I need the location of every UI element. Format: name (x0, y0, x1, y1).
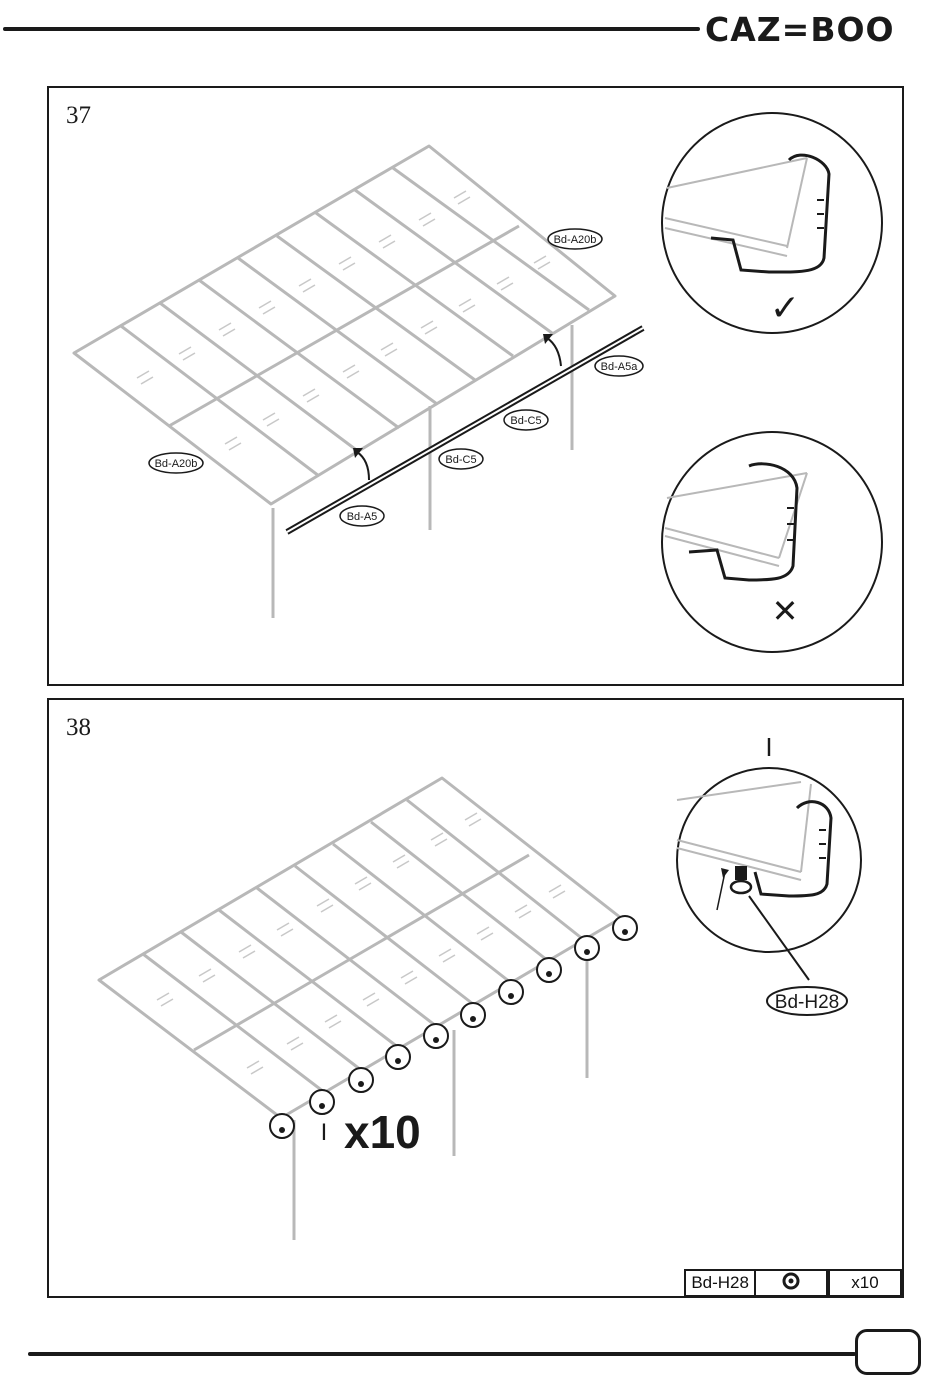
parts-table-qty: x10 (829, 1270, 901, 1296)
quantity-label: x10 (344, 1106, 421, 1158)
brand-logo: CAZ=BOO (705, 10, 895, 50)
page-number-box (855, 1329, 921, 1375)
label-bd-a5: Bd-A5 (347, 511, 378, 523)
main-marker: I (321, 1119, 328, 1146)
part-callout-bd-h28: Bd-H28 (775, 992, 839, 1013)
label-bd-c5-right: Bd-C5 (510, 415, 541, 427)
step-37-panel: 37 (47, 86, 904, 686)
detail-marker: I (765, 732, 772, 762)
step-38-panel: 38 (47, 698, 904, 1298)
wrong-mark: ✕ (772, 593, 799, 629)
correct-mark: ✓ (770, 287, 800, 328)
detail-screw (677, 768, 861, 980)
label-bd-a20b-left: Bd-A20b (155, 458, 198, 470)
washer-icon (755, 1270, 827, 1296)
label-bd-c5-left: Bd-C5 (445, 454, 476, 466)
step-38-illustration: I x10 I Bd-H28 (49, 700, 902, 1296)
step-37-illustration: Bd-A20b Bd-A20b Bd-A5a Bd-C5 Bd-C5 Bd-A5… (49, 88, 902, 684)
label-bd-a5a: Bd-A5a (601, 361, 639, 373)
parts-table-part: Bd-H28 (685, 1270, 755, 1296)
header-rule (3, 27, 700, 31)
footer-rule (28, 1352, 856, 1356)
label-bd-a20b-top: Bd-A20b (554, 234, 597, 246)
parts-table: Bd-H28 x10 (684, 1269, 902, 1297)
